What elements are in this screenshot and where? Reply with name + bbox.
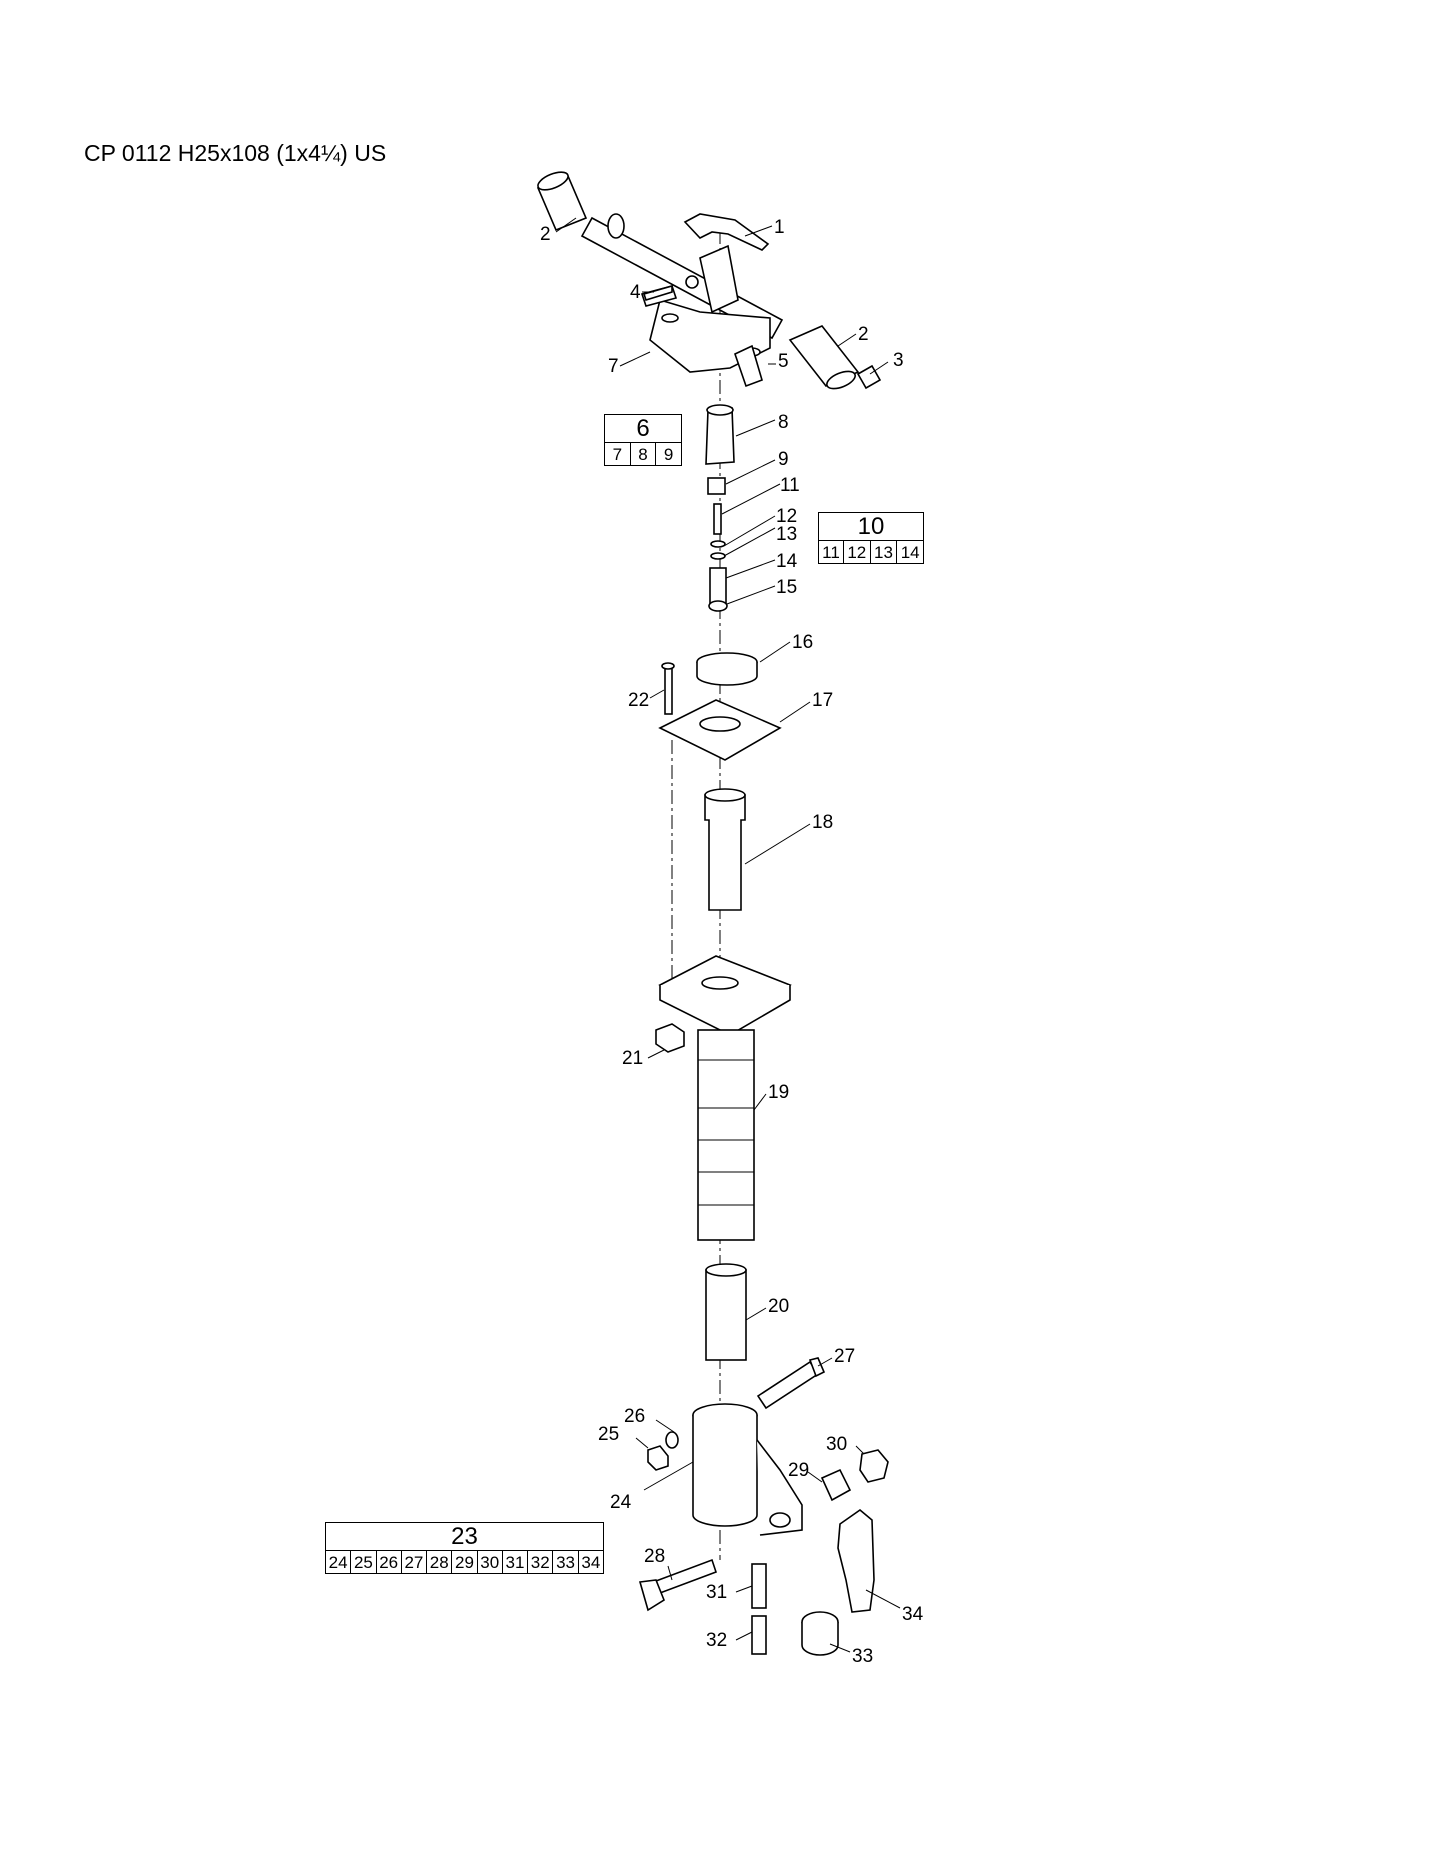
bushing-part xyxy=(705,1263,747,1361)
kit-part: 34 xyxy=(577,1550,605,1574)
callout-7: 7 xyxy=(608,356,619,377)
kit-part: 7 xyxy=(604,442,631,466)
kit-part: 24 xyxy=(324,1550,352,1574)
callout-19: 19 xyxy=(768,1082,789,1103)
kit-part: 29 xyxy=(451,1550,478,1574)
callout-labels: 2 1 4 7 5 2 3 8 9 11 12 13 14 15 16 17 1… xyxy=(540,217,924,1667)
callout-14: 14 xyxy=(776,551,798,572)
callout-17: 17 xyxy=(812,690,833,711)
kit-part: 32 xyxy=(527,1550,554,1574)
kit-number: 10 xyxy=(818,512,924,541)
kit-part: 30 xyxy=(476,1550,503,1574)
callout-31: 31 xyxy=(706,1582,727,1603)
valve-parts xyxy=(705,404,735,612)
callout-16: 16 xyxy=(792,632,813,653)
callout-33: 33 xyxy=(852,1646,873,1667)
callout-21: 21 xyxy=(622,1048,643,1069)
callout-11: 11 xyxy=(780,475,800,496)
callout-9: 9 xyxy=(778,449,789,470)
callout-28: 28 xyxy=(644,1546,665,1567)
callout-4: 4 xyxy=(630,282,641,303)
kit-part: 9 xyxy=(655,442,682,466)
kit-part: 33 xyxy=(552,1550,579,1574)
kit-part: 8 xyxy=(629,442,657,466)
callout-13: 13 xyxy=(776,524,797,545)
callout-2-left: 2 xyxy=(540,224,551,245)
front-head-assembly xyxy=(638,1357,889,1656)
callout-32: 32 xyxy=(706,1630,727,1651)
kit-part: 25 xyxy=(350,1550,377,1574)
kit-part: 12 xyxy=(842,540,871,564)
kit-part: 11 xyxy=(818,540,844,564)
callout-24: 24 xyxy=(610,1492,632,1513)
kit-part: 27 xyxy=(400,1550,428,1574)
sleeve-part xyxy=(704,788,746,911)
callout-2-right: 2 xyxy=(858,324,869,345)
callout-26: 26 xyxy=(624,1406,645,1427)
handle-assembly xyxy=(536,171,882,390)
kit-part: 28 xyxy=(426,1550,453,1574)
callout-27: 27 xyxy=(834,1346,855,1367)
callout-22: 22 xyxy=(628,690,649,711)
kit-table-23: 23 24 25 26 27 28 29 30 31 32 33 34 xyxy=(324,1522,605,1574)
callout-20: 20 xyxy=(768,1296,789,1317)
callout-5: 5 xyxy=(778,351,789,372)
callout-12: 12 xyxy=(776,506,797,527)
callout-15: 15 xyxy=(776,577,797,598)
callout-25: 25 xyxy=(598,1424,619,1445)
kit-table-6: 6 7 8 9 xyxy=(604,414,682,466)
callout-8: 8 xyxy=(778,412,789,433)
callout-18: 18 xyxy=(812,812,833,833)
cylinder-part xyxy=(655,955,792,1241)
callout-30: 30 xyxy=(826,1434,847,1455)
cylinder-head-parts xyxy=(658,652,782,761)
kit-number: 23 xyxy=(325,1522,604,1551)
kit-part: 13 xyxy=(869,540,898,564)
kit-number: 6 xyxy=(604,414,682,443)
kit-table-10: 10 11 12 13 14 xyxy=(818,512,924,564)
callout-3: 3 xyxy=(893,350,904,371)
kit-part: 14 xyxy=(896,540,924,564)
diagram-title: CP 0112 H25x108 (1x4¼) US xyxy=(84,140,387,166)
callout-29: 29 xyxy=(788,1460,809,1481)
callout-1: 1 xyxy=(774,217,785,238)
kit-part: 26 xyxy=(375,1550,402,1574)
callout-34: 34 xyxy=(902,1604,924,1625)
leader-lines xyxy=(555,217,901,1653)
kit-part: 31 xyxy=(501,1550,529,1574)
